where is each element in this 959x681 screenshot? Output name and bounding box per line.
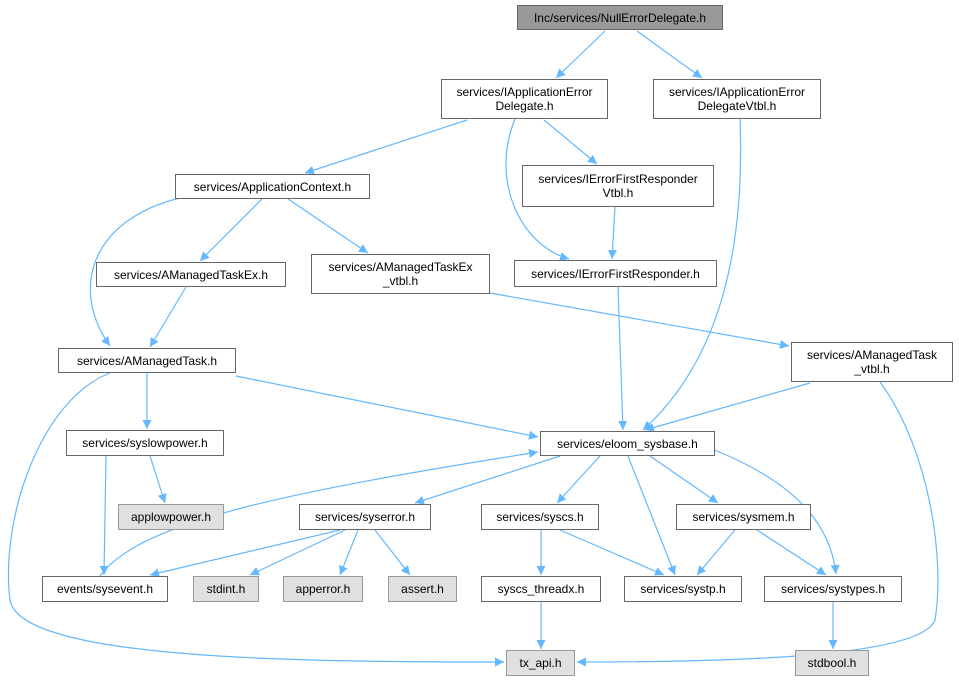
node-label-line: services/syserror.h [314, 510, 416, 524]
edge-iaedv-to-sysbase [642, 118, 742, 431]
node-label-line: services/syscs.h [496, 510, 584, 524]
edge-iefrv-to-iefr [608, 206, 618, 260]
edge-root-to-iaed [555, 30, 606, 79]
node-label-line: DelegateVtbl.h [697, 99, 777, 113]
node-label-line: services/IErrorFirstResponder [538, 172, 698, 186]
node-label-line: services/ApplicationContext.h [193, 179, 352, 194]
node-label-line: Vtbl.h [602, 186, 634, 200]
edge-sysev-to-sysbase [99, 448, 539, 577]
node-label-line: services/syslowpower.h [82, 436, 208, 450]
node-syscs[interactable]: services/syscs.h [481, 504, 599, 530]
edge-root-to-iaedv [636, 30, 703, 79]
edge-sysbase-to-syserr [414, 455, 561, 505]
edge-sysbase-to-systypes [711, 448, 840, 575]
node-label-line: apperror.h [295, 582, 351, 596]
node-amtexv[interactable]: services/AManagedTaskEx_vtbl.h [311, 254, 490, 294]
node-root[interactable]: Inc/services/NullErrorDelegate.h [517, 5, 723, 30]
edge-iaed-to-iefrv [543, 119, 598, 165]
node-label-line: _vtbl.h [382, 274, 419, 288]
node-label-line: services/eloom_sysbase.h [557, 436, 698, 451]
node-assert: assert.h [388, 576, 457, 602]
edge-amt-to-txapi [7, 372, 505, 667]
node-label-line: stdint.h [206, 582, 246, 596]
edge-iaed-to-iefr [505, 118, 570, 261]
node-sysmem[interactable]: services/sysmem.h [676, 504, 811, 530]
node-label-line: applowpower.h [130, 510, 212, 524]
node-sysbase[interactable]: services/eloom_sysbase.h [540, 431, 715, 456]
node-amt[interactable]: services/AManagedTask.h [58, 348, 236, 373]
edge-amtv-to-sysbase [644, 382, 811, 432]
node-syslp[interactable]: services/syslowpower.h [66, 430, 224, 456]
node-label-line: services/IApplicationError [668, 85, 806, 99]
node-label-line: events/sysevent.h [56, 582, 154, 596]
node-label-line: assert.h [401, 582, 444, 596]
node-label-line: services/IApplicationError [456, 85, 593, 99]
node-sysev[interactable]: events/sysevent.h [42, 576, 168, 602]
node-label-line: services/AManagedTaskEx [328, 260, 473, 274]
node-apperr: apperror.h [283, 576, 363, 602]
edge-sysbase-to-systp [627, 455, 676, 576]
edge-syslp-to-applp [149, 455, 167, 504]
edge-amt-to-sysbase [235, 375, 539, 440]
node-stdbool: stdbool.h [795, 650, 869, 676]
node-systypes[interactable]: services/systypes.h [764, 576, 902, 602]
node-label-line: services/IErrorFirstResponder.h [531, 266, 700, 281]
node-txapi: tx_api.h [506, 650, 575, 676]
node-label-line: Delegate.h [495, 99, 554, 113]
edge-amtv-to-txapi [576, 381, 939, 667]
edge-amtex-to-amt [149, 286, 187, 348]
node-syserr[interactable]: services/syserror.h [299, 504, 431, 530]
edge-amtexv-to-amtv [489, 292, 790, 349]
node-label-line: services/sysmem.h [692, 510, 795, 524]
edge-syscs-to-systp [559, 529, 665, 576]
edge-syserr-to-apperr [339, 529, 359, 576]
node-iefr[interactable]: services/IErrorFirstResponder.h [514, 260, 717, 287]
edge-sysmem-to-systp [696, 529, 736, 576]
node-label-line: services/AManagedTaskEx.h [113, 267, 269, 282]
edge-appctx-to-amtexv [287, 198, 369, 254]
node-csthr[interactable]: syscs_threadx.h [481, 576, 601, 602]
edge-syserr-to-stdint [249, 529, 346, 576]
node-label-line: services/systypes.h [780, 582, 886, 596]
edge-appctx-to-amt [89, 197, 181, 347]
node-label-line: syscs_threadx.h [497, 582, 585, 596]
node-appctx[interactable]: services/ApplicationContext.h [175, 174, 370, 199]
node-label-line: services/AManagedTask.h [76, 353, 218, 368]
node-label-line: Inc/services/NullErrorDelegate.h [533, 10, 707, 25]
edge-syslp-to-sysev [99, 455, 109, 576]
node-label-line: _vtbl.h [854, 362, 890, 376]
edge-iefr-to-sysbase [617, 286, 628, 431]
node-systp[interactable]: services/systp.h [624, 576, 742, 602]
node-label-line: services/AManagedTask [806, 348, 938, 362]
edge-sysmem-to-systypes [756, 529, 827, 576]
node-amtv[interactable]: services/AManagedTask_vtbl.h [791, 342, 953, 382]
edge-appctx-to-amtex [199, 198, 263, 262]
edge-iaed-to-appctx [304, 119, 468, 175]
node-amtex[interactable]: services/AManagedTaskEx.h [96, 262, 286, 287]
edge-sysbase-to-sysmem [649, 455, 719, 504]
node-label-line: services/systp.h [640, 582, 726, 596]
edge-syserr-to-assert [374, 529, 411, 576]
node-label-line: tx_api.h [519, 656, 562, 670]
node-label-line: stdbool.h [807, 656, 857, 670]
node-stdint: stdint.h [193, 576, 259, 602]
edge-sysbase-to-syscs [556, 455, 601, 504]
edge-syserr-to-sysev [149, 529, 341, 578]
node-applp: applowpower.h [118, 504, 224, 530]
